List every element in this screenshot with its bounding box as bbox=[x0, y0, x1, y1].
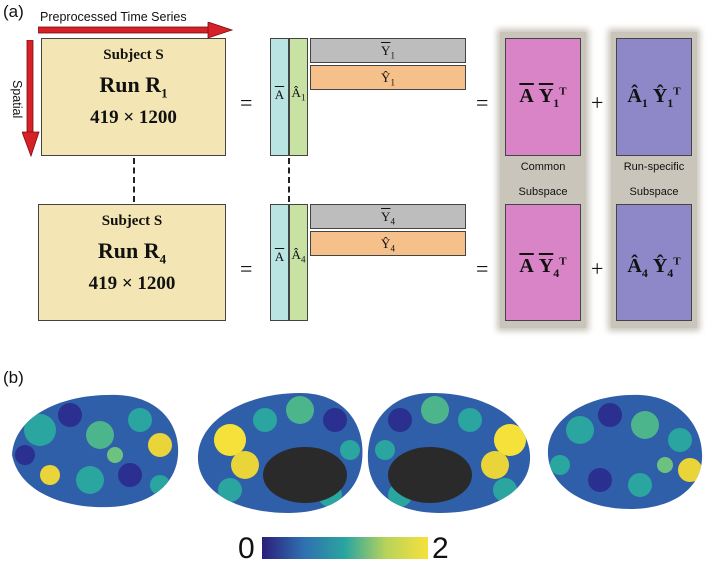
y-bar-row-1: Y1 bbox=[310, 38, 466, 63]
run-specific-label-top: Run-specific bbox=[623, 161, 685, 173]
y-hat-row-4: Ŷ4 bbox=[310, 231, 466, 256]
common-product-run-1: A Y1T bbox=[505, 38, 581, 156]
equals-sign: = bbox=[476, 256, 489, 281]
panel-b-label: (b) bbox=[3, 368, 24, 387]
medial-wall bbox=[388, 447, 472, 503]
subject-name: Subject S bbox=[101, 213, 163, 229]
colorbar-max-label: 2 bbox=[432, 532, 449, 565]
a-hat-column-4: Â4 bbox=[289, 204, 308, 321]
a-bar-column-1: A bbox=[270, 38, 289, 156]
plus-sign: + bbox=[591, 90, 604, 115]
y-hat-row-1: Ŷ1 bbox=[310, 65, 466, 90]
time-axis-label: Preprocessed Time Series bbox=[40, 10, 187, 24]
matrix-dimension: 419 × 1200 bbox=[88, 273, 176, 295]
matrix-dimension: 419 × 1200 bbox=[90, 107, 177, 129]
equals-sign: = bbox=[240, 256, 253, 281]
ellipsis-connector bbox=[133, 158, 135, 202]
run-label: Run R1 bbox=[99, 72, 168, 101]
ellipsis-connector bbox=[288, 158, 290, 202]
colorbar-min-label: 0 bbox=[238, 532, 255, 565]
brain-medial-right bbox=[367, 393, 531, 513]
run-specific-product-run-4: Â4 Ŷ4T bbox=[616, 204, 692, 321]
brain-lateral-left bbox=[12, 394, 179, 508]
run-label: Run R4 bbox=[97, 238, 167, 267]
run-specific-product-run-1: Â1 Ŷ1T bbox=[616, 38, 692, 156]
y-bar-row-4: Y4 bbox=[310, 204, 466, 229]
equals-sign: = bbox=[476, 90, 489, 115]
spatial-axis-arrow bbox=[22, 40, 40, 158]
common-label-bottom: Subspace bbox=[518, 186, 568, 198]
a-bar-column-4: A bbox=[270, 204, 289, 321]
common-label-top: Common bbox=[520, 161, 566, 173]
brain-medial-left bbox=[197, 393, 363, 513]
panel-a-label: (a) bbox=[3, 2, 24, 21]
subject-run-4-matrix: Subject S Run R4 419 × 1200 bbox=[38, 204, 226, 321]
colorbar bbox=[262, 537, 428, 559]
time-axis-arrow bbox=[38, 22, 234, 39]
medial-wall bbox=[263, 447, 347, 503]
equals-sign: = bbox=[240, 90, 253, 115]
plus-sign: + bbox=[591, 256, 604, 281]
brain-lateral-right bbox=[547, 394, 703, 509]
common-product-run-4: A Y4T bbox=[505, 204, 581, 321]
a-hat-column-1: Â1 bbox=[289, 38, 308, 156]
subject-run-1-matrix: Subject S Run R1 419 × 1200 bbox=[41, 38, 226, 156]
run-specific-label-bottom: Subspace bbox=[629, 186, 679, 198]
subject-name: Subject S bbox=[103, 47, 164, 63]
brain-surface-maps bbox=[12, 393, 703, 513]
